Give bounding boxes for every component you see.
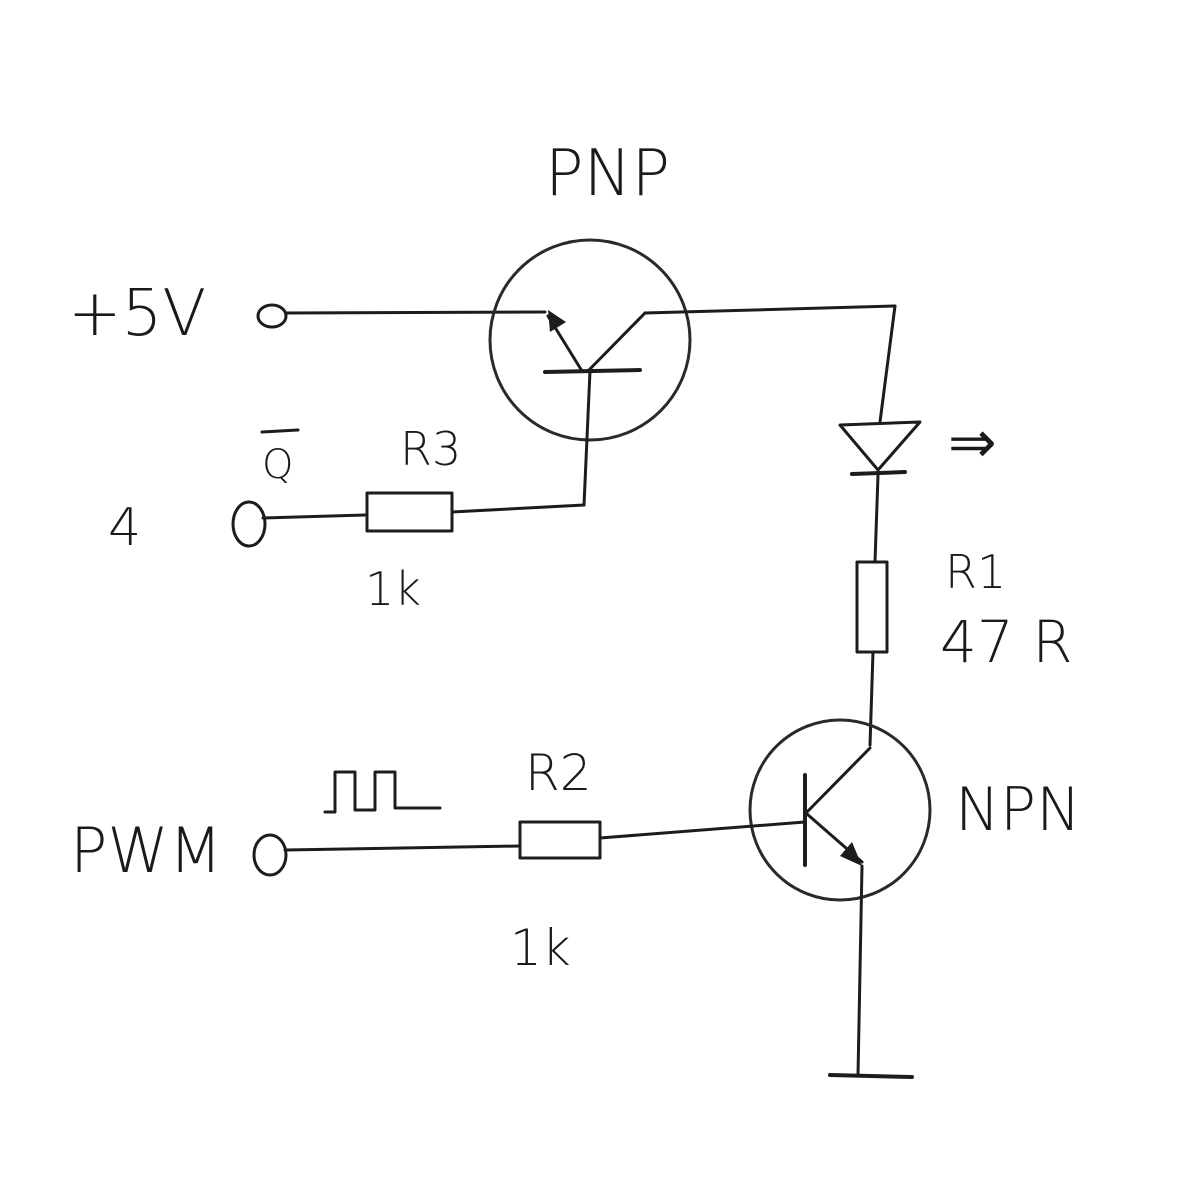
pnp-base-lead	[582, 369, 592, 507]
ground-symbol	[828, 1073, 914, 1079]
q-bar-overline	[260, 428, 300, 434]
led-triangle	[838, 420, 922, 472]
r2-to-npn-base-wire	[598, 820, 807, 840]
r1-resistor	[855, 560, 889, 654]
led-to-r1-wire	[873, 473, 880, 564]
r2-value-label: 1k	[510, 919, 571, 977]
vcc-label: +5V	[68, 277, 206, 351]
vcc-wire	[284, 310, 547, 315]
npn-transistor	[748, 718, 932, 902]
npn-label: NPN	[955, 775, 1081, 845]
npn-emitter-to-ground-wire	[856, 864, 864, 1077]
pwm-square-wave-icon	[323, 770, 442, 814]
pnp-collector-wire	[643, 304, 897, 315]
r3-to-pnp-base-wire	[450, 503, 586, 514]
pnp-base-bar	[543, 368, 642, 374]
pnp-collector-lead	[586, 311, 647, 373]
r2-resistor	[518, 820, 602, 860]
pnp-transistor	[488, 238, 897, 507]
light-arrow: ⇒	[948, 408, 997, 476]
pwm-terminal	[252, 833, 288, 877]
pwm-label: PWM	[70, 814, 222, 887]
npn-body-circle	[748, 718, 932, 902]
pnp-emitter-arrow	[548, 310, 566, 332]
vcc-terminal	[256, 303, 288, 329]
r1-name-label: R1	[945, 545, 1006, 599]
r1-value-label: 47 R	[940, 608, 1073, 676]
pin4-terminal	[231, 500, 267, 548]
r3-name-label: R3	[400, 422, 461, 476]
npn-emitter-arrow	[840, 842, 862, 866]
r3-resistor	[365, 491, 454, 533]
pnp-body-circle	[488, 238, 692, 442]
pin4-wire	[261, 513, 367, 520]
r3-value-label: 1k	[365, 562, 421, 616]
pwm-wire	[283, 844, 522, 852]
r1-to-npn-wire	[868, 650, 875, 747]
pnp-label: PNP	[545, 137, 670, 211]
npn-collector-lead	[805, 746, 872, 814]
r2-name-label: R2	[525, 744, 592, 802]
pin4-label: 4	[108, 498, 141, 558]
led	[838, 420, 922, 476]
q-bar-label: Q	[262, 442, 293, 488]
collector-down-wire	[878, 304, 897, 424]
led-cathode-bar	[850, 470, 907, 476]
